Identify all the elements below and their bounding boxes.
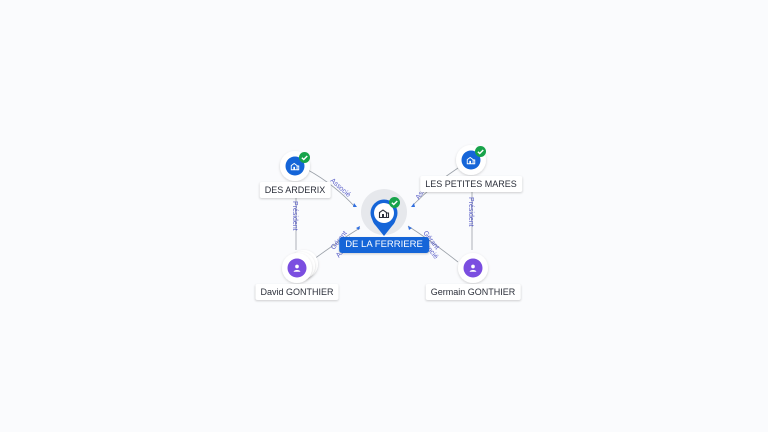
person-label-david-gonthier[interactable]: David GONTHIER — [255, 284, 339, 300]
verified-check-icon — [475, 146, 486, 157]
company-label-des-arderix[interactable]: DES ARDERIX — [259, 182, 331, 198]
main-company-label[interactable]: DE LA FERRIERE — [339, 237, 429, 253]
edge-label-germain-mares: Président — [467, 197, 474, 227]
company-node-des-arderix[interactable] — [280, 151, 310, 181]
arrow-germain-main — [408, 226, 412, 230]
edge-arderix-main — [307, 169, 356, 208]
company-label-les-petites-mares[interactable]: LES PETITES MARES — [420, 176, 522, 192]
main-company-building-icon — [378, 209, 390, 219]
arrow-arderix-main — [353, 203, 357, 207]
edge-arrows — [353, 203, 415, 230]
main-company-node-de-la-ferriere[interactable] — [361, 189, 407, 236]
person-label-germain-gonthier[interactable]: Germain GONTHIER — [425, 284, 521, 300]
person-node-david-gonthier[interactable] — [282, 250, 318, 283]
company-node-les-petites-mares[interactable] — [456, 145, 486, 175]
arrow-david-main — [356, 226, 360, 230]
arrow-mares-main — [411, 203, 415, 207]
edge-label-arderix-main: Associé — [329, 177, 352, 199]
verified-check-icon — [299, 152, 310, 163]
edge-germain-main — [407, 225, 459, 263]
person-node-germain-gonthier[interactable] — [458, 253, 488, 283]
verified-check-icon — [389, 197, 400, 208]
edge-label-david-arderix: Président — [291, 201, 298, 231]
